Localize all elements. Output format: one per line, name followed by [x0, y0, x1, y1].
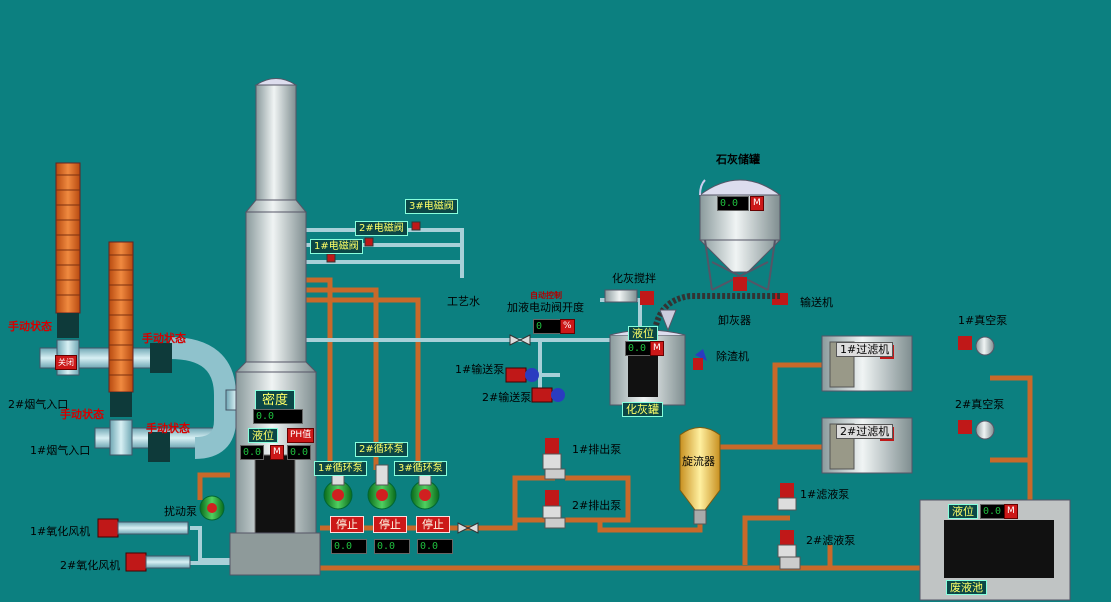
- lime-tank-level-label: 液位: [628, 326, 658, 341]
- oxidation-fan-2-label: 2#氧化风机: [60, 559, 121, 572]
- filtrate-pump-1-label: 1#滤液泵: [800, 488, 850, 501]
- filtrate-pump-2-label: 2#滤液泵: [806, 534, 856, 547]
- flue-inlet-2-label: 2#烟气入口: [8, 398, 69, 411]
- lime-tank-level-value: 0.0: [625, 341, 655, 356]
- chimney-manual-state-3: 手动状态: [60, 408, 104, 421]
- drain-pump-1-label: 1#排出泵: [572, 443, 622, 456]
- valve-3-label[interactable]: 3#电磁阀: [405, 199, 458, 214]
- mixer-motor-indicator: [640, 291, 654, 305]
- lime-tank-level-unit: M: [650, 341, 664, 356]
- tower-ph-value: 0.0: [287, 445, 312, 460]
- slag-remover-label: 除渣机: [716, 350, 749, 363]
- dosing-valve-unit: %: [560, 319, 575, 334]
- pump-1-stop-button[interactable]: 停止: [330, 516, 364, 533]
- tower-ph-label: PH值: [287, 428, 315, 443]
- cyclone-label: 旋流器: [682, 455, 715, 468]
- pump-1-display: 0.0: [331, 539, 367, 554]
- density-label: 密度: [255, 390, 296, 411]
- tower-level-value: 0.0: [240, 445, 265, 460]
- conveyor-label: 输送机: [800, 296, 833, 309]
- chimney-manual-state-2: 手动状态: [142, 332, 186, 345]
- vacuum-pump-1-label: 1#真空泵: [958, 314, 1008, 327]
- vacuum-pump-2-label: 2#真空泵: [955, 398, 1005, 411]
- pump-2-display: 0.0: [374, 539, 410, 554]
- drain-pump-2-label: 2#排出泵: [572, 499, 622, 512]
- valves: [326, 221, 531, 534]
- dosing-valve-title: 加液电动阀开度: [507, 301, 584, 314]
- pump-3-stop-button[interactable]: 停止: [416, 516, 450, 533]
- unloader-label: 卸灰器: [718, 314, 751, 327]
- lime-silo-label: 石灰储罐: [716, 153, 760, 166]
- flue-inlet-1-label: 1#烟气入口: [30, 444, 91, 457]
- transfer-pump-2-label: 2#输送泵: [482, 391, 532, 404]
- unloader: [659, 309, 677, 332]
- pump-3-display: 0.0: [417, 539, 453, 554]
- waste-level-unit: M: [1004, 504, 1018, 519]
- waste-pool: [919, 499, 1071, 601]
- circulation-pump-3-label[interactable]: 3#循环泵: [394, 461, 447, 476]
- pump-2-stop-button[interactable]: 停止: [373, 516, 407, 533]
- chimneys: [55, 162, 172, 462]
- silo-level-value: 0.0: [717, 196, 749, 211]
- lime-tank-label: 化灰罐: [622, 402, 663, 417]
- oxidation-fan-1-label: 1#氧化风机: [30, 525, 91, 538]
- filtrate-pumps: [777, 483, 801, 570]
- circulation-pump-1-label[interactable]: 1#循环泵: [314, 461, 367, 476]
- chimney-manual-state-4: 手动状态: [146, 422, 190, 435]
- damper-status-badge[interactable]: 关闭: [55, 355, 77, 370]
- dosing-valve-value: 0: [533, 319, 561, 334]
- tower-level-label: 液位: [248, 428, 278, 443]
- waste-level-label: 液位: [948, 504, 978, 519]
- mixer-motor: [604, 289, 638, 303]
- mixer-label: 化灰搅拌: [612, 272, 656, 285]
- oxidation-fans: [97, 518, 191, 572]
- transfer-pumps: [505, 367, 565, 403]
- screw-conveyor: [652, 293, 780, 331]
- chimney-manual-state-1: 手动状态: [8, 320, 52, 333]
- drain-pumps: [542, 438, 566, 529]
- waste-level-value: 0.0: [980, 504, 1006, 519]
- process-water-label: 工艺水: [447, 295, 480, 308]
- valve-1-label[interactable]: 1#电磁阀: [310, 239, 363, 254]
- circulation-pump-2-label[interactable]: 2#循环泵: [355, 442, 408, 457]
- copper-pipes: [197, 277, 1033, 571]
- density-value: 0.0: [253, 409, 303, 424]
- waste-pool-label: 废液池: [946, 580, 987, 595]
- filter-2-label[interactable]: 2#过滤机: [836, 424, 894, 439]
- tower-level-unit: M: [270, 445, 284, 460]
- silo-level-unit: M: [750, 196, 764, 211]
- cyclone: [679, 427, 721, 525]
- transfer-pump-1-label: 1#输送泵: [455, 363, 505, 376]
- valve-2-label[interactable]: 2#电磁阀: [355, 221, 408, 236]
- filter-1-label[interactable]: 1#过滤机: [836, 342, 894, 357]
- auto-control-label: 自动控制: [530, 291, 562, 300]
- absorption-tower: [229, 78, 321, 576]
- stir-pump-label: 扰动泵: [164, 505, 197, 518]
